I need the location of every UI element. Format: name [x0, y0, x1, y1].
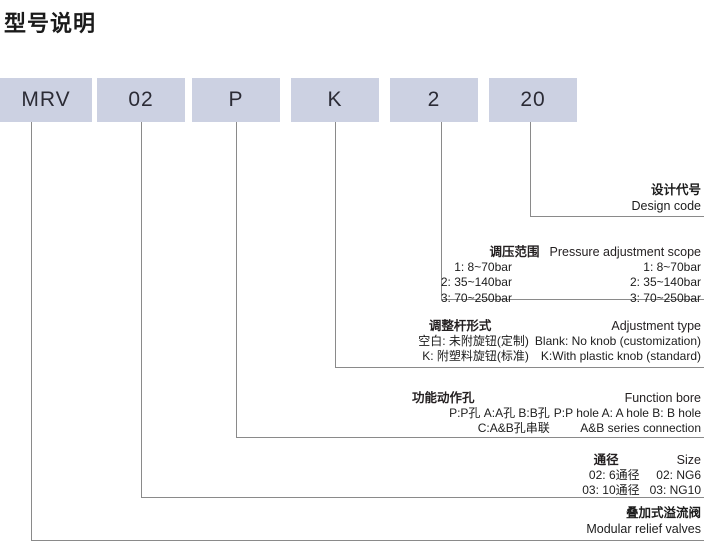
- page-title: 型号说明: [4, 11, 97, 36]
- leader-hline-design-code: [530, 216, 704, 217]
- leader-hline-function-bore: [236, 437, 704, 438]
- annotation-pressure-scope-head-cn: 调压范围: [489, 245, 540, 259]
- annotation-pressure-scope-head: 调压范围 Pressure adjustment scope: [441, 244, 701, 260]
- adjustment-type-row-cn: K: 附塑料旋钮(标准): [422, 349, 529, 364]
- annotation-size-rows: 02: 6通径 02: NG6 03: 10通径 03: NG10: [582, 468, 701, 499]
- annotation-function-bore-head-cn: 功能动作孔: [412, 391, 475, 405]
- annotation-size-head-cn: 通径: [593, 453, 619, 467]
- size-row-en: 02: NG6: [656, 468, 701, 482]
- function-bore-row-en: P:P hole A: A hole B: B hole: [553, 406, 701, 420]
- pressure-scope-row-cn: 1: 8~70bar: [454, 260, 512, 274]
- adjustment-type-row-cn: 空白: 未附旋钮(定制): [418, 334, 529, 348]
- leader-vline-size: [141, 122, 142, 498]
- code-box-mrv[interactable]: MRV: [0, 78, 92, 122]
- leader-vline-adjustment-type: [335, 122, 336, 368]
- annotation-function-bore: 功能动作孔 Function bore P:P孔 A:A孔 B:B孔 P:P h…: [412, 390, 701, 437]
- annotation-design-code-head-cn: 设计代号: [650, 183, 701, 197]
- size-row-en: 03: NG10: [649, 483, 701, 498]
- annotation-pressure-scope-rows: 1: 8~70bar 1: 8~70bar 2: 35~140bar 2: 35…: [441, 260, 701, 306]
- code-box-adjustment-type[interactable]: K: [291, 78, 379, 122]
- annotation-design-code: 设计代号 Design code: [632, 182, 702, 214]
- annotation-product-name-head-cn: 叠加式溢流阀: [625, 506, 701, 520]
- code-box-pressure-scope[interactable]: 2: [390, 78, 478, 122]
- leader-hline-adjustment-type: [335, 367, 704, 368]
- annotation-function-bore-head: 功能动作孔 Function bore: [412, 390, 701, 406]
- function-bore-row-en: A&B series connection: [580, 421, 701, 436]
- function-bore-row-cn: P:P孔 A:A孔 B:B孔: [449, 406, 550, 420]
- annotation-pressure-scope: 调压范围 Pressure adjustment scope 1: 8~70ba…: [441, 244, 701, 306]
- annotation-function-bore-rows: P:P孔 A:A孔 B:B孔 P:P hole A: A hole B: B h…: [412, 406, 701, 437]
- pressure-scope-row-en: 1: 8~70bar: [643, 260, 701, 274]
- annotation-adjustment-type-head: 调整杆形式 Adjustment type: [418, 318, 701, 334]
- annotation-adjustment-type-head-cn: 调整杆形式: [428, 319, 492, 333]
- code-box-design-code[interactable]: 20: [489, 78, 577, 122]
- annotation-product-name-head-en: Modular relief valves: [586, 522, 701, 536]
- annotation-size-head: 通径 Size: [582, 452, 701, 468]
- code-box-size[interactable]: 02: [97, 78, 185, 122]
- adjustment-type-row-en: K:With plastic knob (standard): [540, 349, 701, 364]
- annotation-design-code-head-en: Design code: [631, 199, 702, 213]
- leader-vline-function-bore: [236, 122, 237, 438]
- annotation-adjustment-type-rows: 空白: 未附旋钮(定制) Blank: No knob (customizati…: [418, 334, 701, 365]
- annotation-adjustment-type: 调整杆形式 Adjustment type 空白: 未附旋钮(定制) Blank…: [418, 318, 701, 365]
- code-box-function-bore[interactable]: P: [192, 78, 280, 122]
- size-row-cn: 03: 10通径: [582, 483, 640, 498]
- adjustment-type-row-en: Blank: No knob (customization): [534, 334, 701, 348]
- annotation-product-name: 叠加式溢流阀 Modular relief valves: [586, 505, 701, 537]
- size-row-cn: 02: 6通径: [588, 468, 640, 482]
- annotation-size: 通径 Size 02: 6通径 02: NG6 03: 10通径 03: NG1…: [582, 452, 701, 499]
- leader-vline-pressure-scope: [441, 122, 442, 300]
- leader-hline-product-name: [31, 540, 704, 541]
- annotation-adjustment-type-head-en: Adjustment type: [611, 319, 701, 333]
- annotation-size-head-en: Size: [676, 453, 701, 467]
- annotation-function-bore-head-en: Function bore: [624, 391, 701, 405]
- leader-hline-size: [141, 497, 704, 498]
- leader-hline-pressure-scope: [441, 299, 704, 300]
- pressure-scope-row-cn: 2: 35~140bar: [440, 275, 512, 290]
- leader-vline-product-name: [31, 122, 32, 541]
- pressure-scope-row-en: 3: 70~250bar: [629, 290, 701, 305]
- function-bore-row-cn: C:A&B孔串联: [477, 421, 550, 436]
- pressure-scope-row-cn: 3: 70~250bar: [440, 290, 512, 305]
- annotation-pressure-scope-head-en: Pressure adjustment scope: [549, 245, 701, 259]
- pressure-scope-row-en: 2: 35~140bar: [629, 275, 701, 290]
- leader-vline-design-code: [530, 122, 531, 216]
